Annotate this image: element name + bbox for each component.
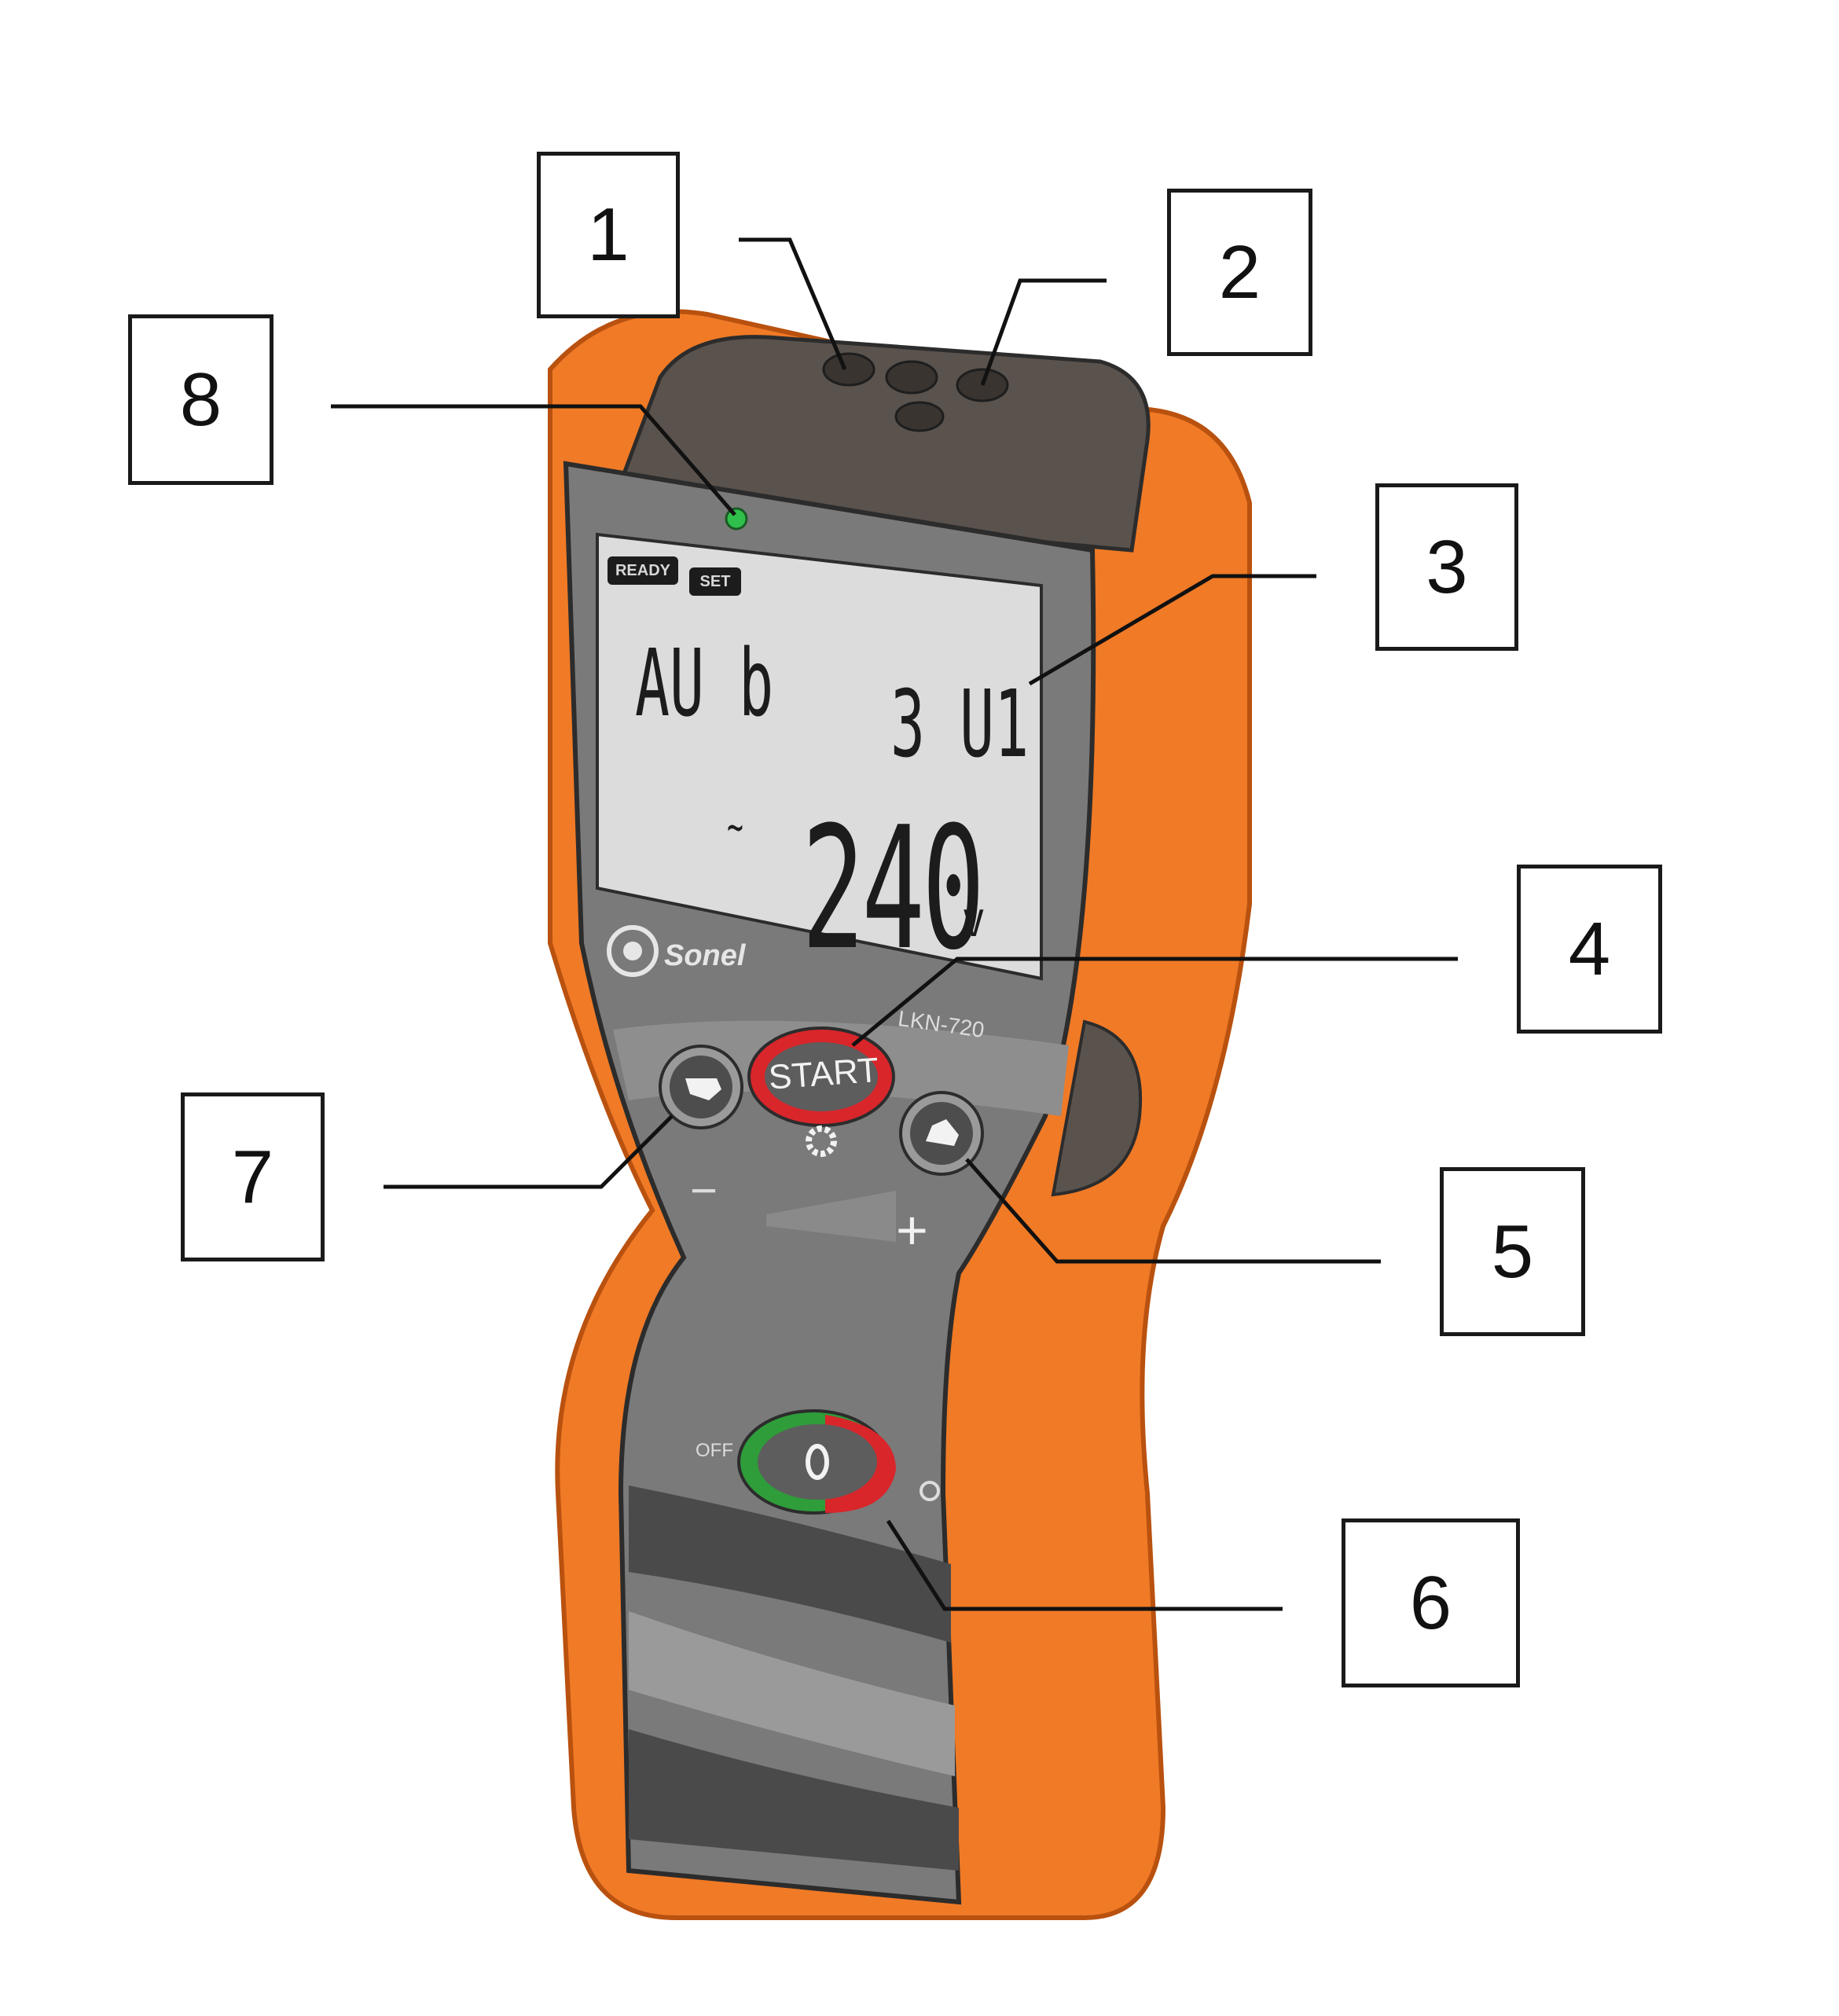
callout-7-number: 7 (231, 1134, 274, 1219)
callout-2-number: 2 (1218, 230, 1261, 314)
lcd-voltage-unit: V (963, 902, 985, 945)
gear-icon (806, 1126, 837, 1157)
bulb-icon (920, 1481, 940, 1501)
callout-8-number: 8 (179, 357, 222, 442)
callout-5-number: 5 (1491, 1209, 1534, 1294)
callout-1: 1 (537, 152, 680, 318)
right-arrow-icon (926, 1119, 959, 1146)
callout-5: 5 (1440, 1167, 1585, 1336)
leader-line-4 (851, 957, 1458, 1047)
power-icon (806, 1444, 829, 1480)
socket-1 (822, 352, 875, 387)
leader-line-2 (980, 278, 1107, 386)
power-off-label: OFF (696, 1440, 733, 1461)
minus-label: − (690, 1164, 718, 1217)
lcd-set-indicator: SET (689, 567, 741, 596)
panel-band-2 (629, 1485, 951, 1643)
callout-6: 6 (1342, 1518, 1520, 1687)
left-arrow-icon (685, 1078, 721, 1100)
leader-line-6 (886, 1519, 1283, 1611)
right-arrow-button[interactable] (901, 1092, 982, 1174)
leader-line-3 (1028, 574, 1316, 686)
lcd-mode-reading: AU b (635, 629, 774, 737)
leader-line-1 (739, 237, 847, 370)
leader-line-7 (384, 1114, 674, 1189)
callout-8: 8 (128, 314, 273, 485)
power-button-face (758, 1424, 877, 1500)
callout-6-number: 6 (1409, 1560, 1452, 1645)
callout-4: 4 (1517, 865, 1662, 1034)
left-arrow-button[interactable] (660, 1046, 742, 1128)
leader-line-8 (331, 404, 736, 516)
callout-3-number: 3 (1426, 524, 1468, 609)
lcd-ac-symbol: ~ (727, 802, 743, 853)
panel-band-3 (629, 1611, 955, 1776)
brightness-bar (766, 1191, 896, 1242)
start-button[interactable]: START (767, 1050, 880, 1097)
panel-band-4 (629, 1729, 959, 1871)
brand-logo-text: Sonel (664, 939, 746, 972)
lcd-screen (596, 532, 1043, 981)
callout-1-number: 1 (587, 193, 630, 277)
callout-4-number: 4 (1568, 906, 1611, 991)
brand-logo-dot (623, 942, 642, 960)
lcd-voltage-reading: 240 (802, 790, 985, 987)
socket-4 (894, 401, 945, 432)
brand-logo-mark (607, 925, 659, 977)
lcd-setting-reading: 3 U1 (890, 670, 1030, 778)
callout-2: 2 (1167, 189, 1312, 356)
leader-line-5 (965, 1158, 1381, 1264)
power-button[interactable] (758, 1424, 876, 1500)
plus-label: + (896, 1199, 928, 1261)
side-grip (1051, 1019, 1143, 1197)
callout-7: 7 (181, 1092, 325, 1261)
status-led (725, 507, 748, 531)
socket-2 (885, 360, 938, 395)
callout-3: 3 (1375, 483, 1518, 651)
lcd-ready-indicator: READY (607, 556, 678, 585)
start-button-face (765, 1042, 878, 1111)
